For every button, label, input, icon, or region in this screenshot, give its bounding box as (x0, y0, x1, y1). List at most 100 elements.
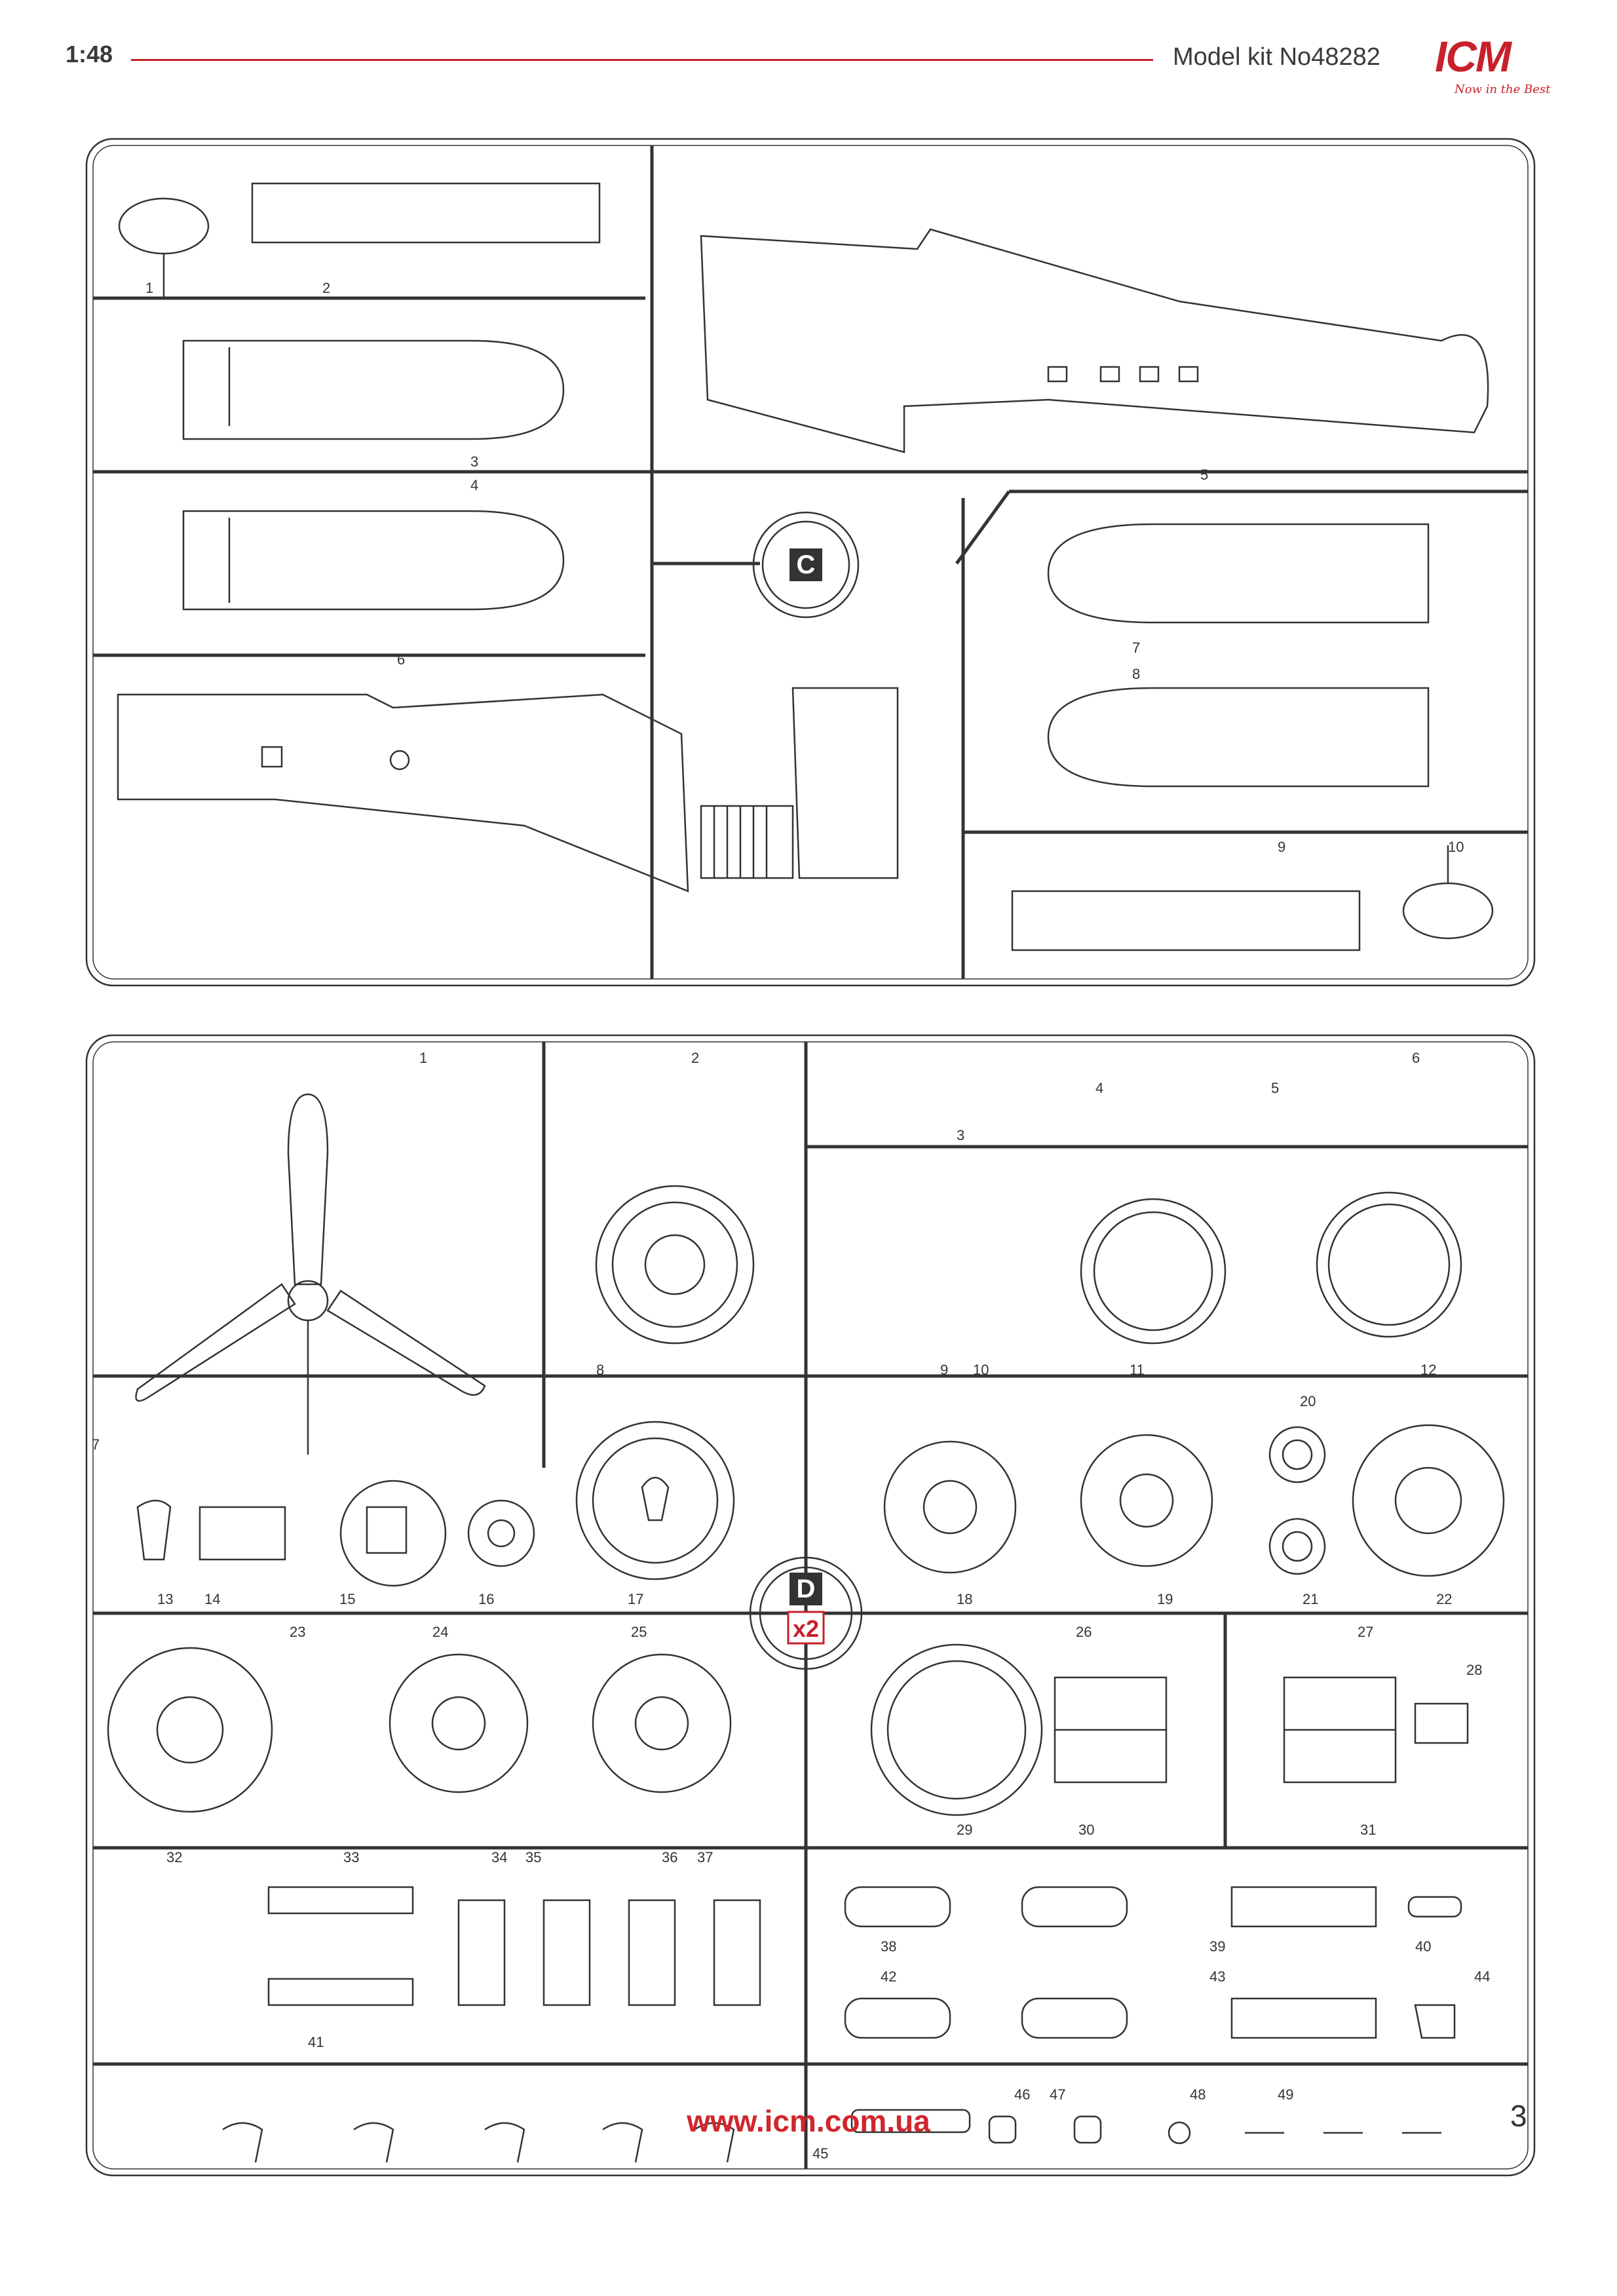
sprue-d-part-7-propeller (135, 1093, 486, 1455)
part-number: 5 (1200, 467, 1208, 483)
part-number: 3 (470, 453, 478, 470)
sprue-d-part-12 (1316, 1191, 1462, 1338)
part-number: 36 (662, 1849, 677, 1866)
part-number: 34 (491, 1849, 507, 1866)
part-number: 3 (957, 1127, 964, 1143)
part-number: 4 (470, 477, 478, 493)
sprue-d-part-22-lower (107, 1647, 273, 1813)
sprue-d-multiplier: x2 (793, 1615, 819, 1642)
logo-tagline: Now in the Best (1455, 83, 1551, 96)
part-number: 13 (157, 1591, 173, 1607)
part-number: 16 (478, 1591, 494, 1607)
part-number: 25 (631, 1624, 647, 1640)
part-number: 18 (957, 1591, 972, 1607)
sprue-c-frame (85, 138, 1536, 987)
part-number: 11 (1130, 1362, 1145, 1378)
sprue-d-part-43 (1230, 1997, 1377, 2039)
part-number: 27 (1358, 1624, 1373, 1640)
sprue-d-part-46 (988, 2115, 1017, 2144)
sprue-d-part-40 (1407, 1896, 1462, 1918)
sprue-d-part-21 (1268, 1518, 1326, 1575)
sprue-d-part-25 (592, 1653, 732, 1793)
part-number: 45 (812, 2145, 828, 2162)
sprue-d-part-37 (713, 1899, 761, 2006)
sprue-c-letter: C (797, 550, 816, 579)
sprue-d-letter-box (789, 1573, 822, 1605)
part-number: 46 (1014, 2086, 1030, 2103)
sprue-d-part-19 (1080, 1434, 1213, 1567)
part-number: 5 (1271, 1080, 1279, 1096)
sprue-d-part-11 (1080, 1198, 1227, 1345)
part-number: 1 (145, 280, 153, 296)
icm-logo: ICM Now in the Best (1415, 26, 1566, 105)
part-number: 42 (881, 1968, 896, 1985)
part-number: 22 (1436, 1591, 1452, 1607)
sprue-d-part-31 (1283, 1676, 1397, 1784)
sprue-d-part-20 (1268, 1426, 1326, 1483)
model-kit-number: Model kit No48282 (1173, 43, 1380, 71)
sprue-d-part-8 (595, 1185, 755, 1345)
sprue-c-hub (752, 511, 860, 619)
sprue-c-part-5 (700, 228, 1489, 453)
sprue-d-part-42 (844, 1997, 1128, 2039)
sprue-d-part-numbers: 1 2 3 4 5 6 7 8 9 10 11 12 13 14 15 16 1… (92, 1050, 1490, 2162)
part-number: 40 (1415, 1938, 1431, 1955)
part-number: 12 (1420, 1362, 1436, 1378)
page-number: 3 (1510, 2099, 1527, 2133)
website-url: www.icm.com.ua (687, 2104, 930, 2138)
part-number: 31 (1360, 1822, 1376, 1838)
part-number: 10 (973, 1362, 989, 1378)
sprue-d-part-44 (1414, 2004, 1456, 2039)
sprue-c-part-1 (118, 197, 210, 298)
part-number: 29 (957, 1822, 972, 1838)
logo-text: ICM (1435, 32, 1512, 81)
part-number: 14 (204, 1591, 220, 1607)
sprue-d-part-39 (1230, 1886, 1377, 1928)
part-number: 37 (697, 1849, 713, 1866)
part-number: 30 (1078, 1822, 1094, 1838)
part-number: 41 (308, 2034, 324, 2050)
sprue-d-part-30 (1054, 1676, 1168, 1784)
sprue-d-part-18 (883, 1440, 1017, 1574)
sprue-c-letter-box (789, 548, 822, 581)
part-number: 9 (940, 1362, 948, 1378)
part-number: 44 (1474, 1968, 1490, 1985)
sprue-c-part-6-tail (791, 687, 899, 879)
part-number: 32 (166, 1849, 182, 1866)
sprue-d-part-15 (339, 1480, 447, 1587)
part-number: 1 (419, 1050, 427, 1066)
part-number: 26 (1076, 1624, 1092, 1640)
sprue-d-part-38 (844, 1886, 1128, 1928)
sprue-c-part-9 (1011, 890, 1361, 951)
sprue-d-exhaust-row (222, 2122, 735, 2163)
sprue-d-part-22 (1352, 1424, 1505, 1577)
part-number: 19 (1157, 1591, 1173, 1607)
part-number: 38 (881, 1938, 896, 1955)
part-number: 15 (339, 1591, 355, 1607)
part-number: 7 (92, 1436, 100, 1453)
part-number: 21 (1303, 1591, 1318, 1607)
part-number: 48 (1190, 2086, 1206, 2103)
part-number: 24 (432, 1624, 448, 1640)
part-number: 28 (1466, 1662, 1482, 1678)
sprue-d-part-48 (1168, 2121, 1191, 2145)
part-number: 6 (1412, 1050, 1420, 1066)
part-number: 9 (1278, 839, 1285, 855)
scale-label: 1:48 (66, 41, 113, 67)
sprue-d-part-34 (457, 1899, 506, 2006)
sprue-c-part-3 (182, 339, 565, 440)
sprue-d-part-16 (467, 1499, 535, 1567)
part-number: 23 (290, 1624, 305, 1640)
sprue-d-letter: D (797, 1575, 816, 1603)
sprue-c-part-4 (182, 510, 565, 611)
sprue-d-part-17 (575, 1421, 735, 1580)
part-number: 2 (322, 280, 330, 296)
sprue-d-part-45 (850, 2109, 971, 2133)
part-number: 17 (628, 1591, 643, 1607)
part-number: 2 (691, 1050, 699, 1066)
part-number: 7 (1132, 640, 1140, 656)
part-number: 43 (1209, 1968, 1225, 1985)
part-number: 10 (1448, 839, 1464, 855)
sprue-d-part-28 (1414, 1702, 1469, 1744)
part-number: 20 (1300, 1393, 1316, 1409)
